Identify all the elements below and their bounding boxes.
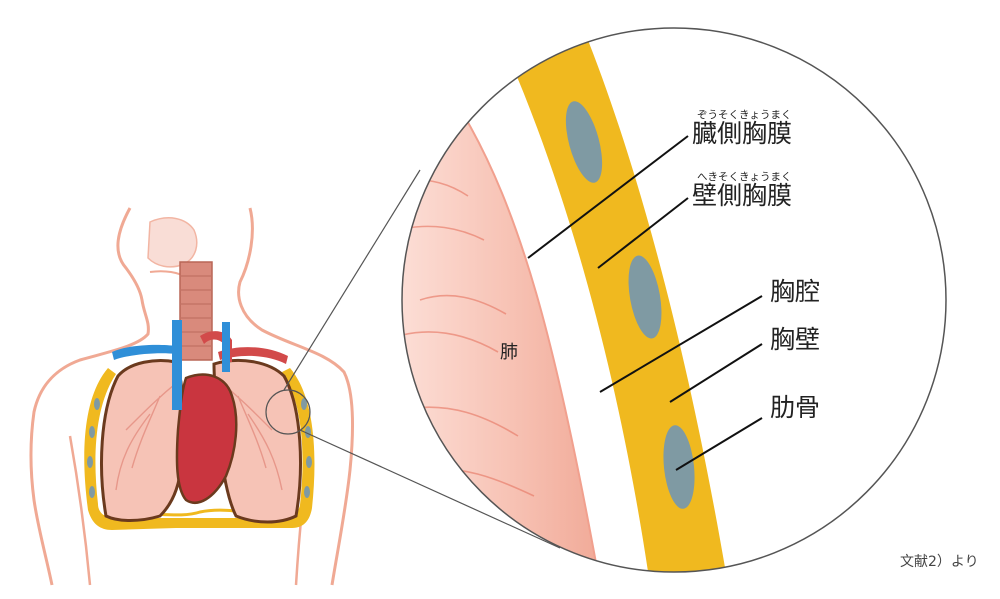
leader-lines [527, 135, 763, 471]
heart [175, 373, 238, 504]
source-note: 文献2）より [900, 554, 979, 570]
vena-cava [112, 320, 182, 410]
leader-parietal [597, 197, 689, 269]
trachea-rings [180, 275, 212, 347]
label-visceral-ruby: ぞうそくきょうまく [697, 109, 792, 121]
leader-rib [675, 417, 763, 471]
label-rib: 肋骨 [770, 393, 820, 422]
left-lung [100, 359, 185, 522]
zoom-detail [401, 27, 947, 573]
zoom-source-circle [265, 389, 311, 435]
torso-illustration [29, 207, 354, 586]
pulmonary-vein [222, 322, 230, 372]
zoom-circle-outline [401, 27, 947, 573]
label-parietal-pleura: 壁側胸膜 [692, 181, 792, 210]
ribs-zoom [565, 101, 695, 509]
label-visceral-pleura: 臓側胸膜 [692, 119, 792, 148]
zoom-connectors [283, 169, 561, 549]
trachea [179, 261, 213, 361]
label-lung: 肺 [500, 342, 518, 363]
label-chest-wall: 胸壁 [770, 325, 820, 354]
label-pleural-cavity: 胸腔 [770, 277, 820, 306]
nasal-airway [147, 217, 198, 268]
leader-cavity [599, 295, 763, 393]
body-outline [29, 207, 354, 586]
chest-wall-band [84, 368, 315, 530]
rib-dots [87, 398, 312, 498]
leader-wall [669, 343, 763, 403]
label-parietal-ruby: へきそくきょうまく [697, 171, 792, 183]
leader-visceral [527, 135, 689, 259]
